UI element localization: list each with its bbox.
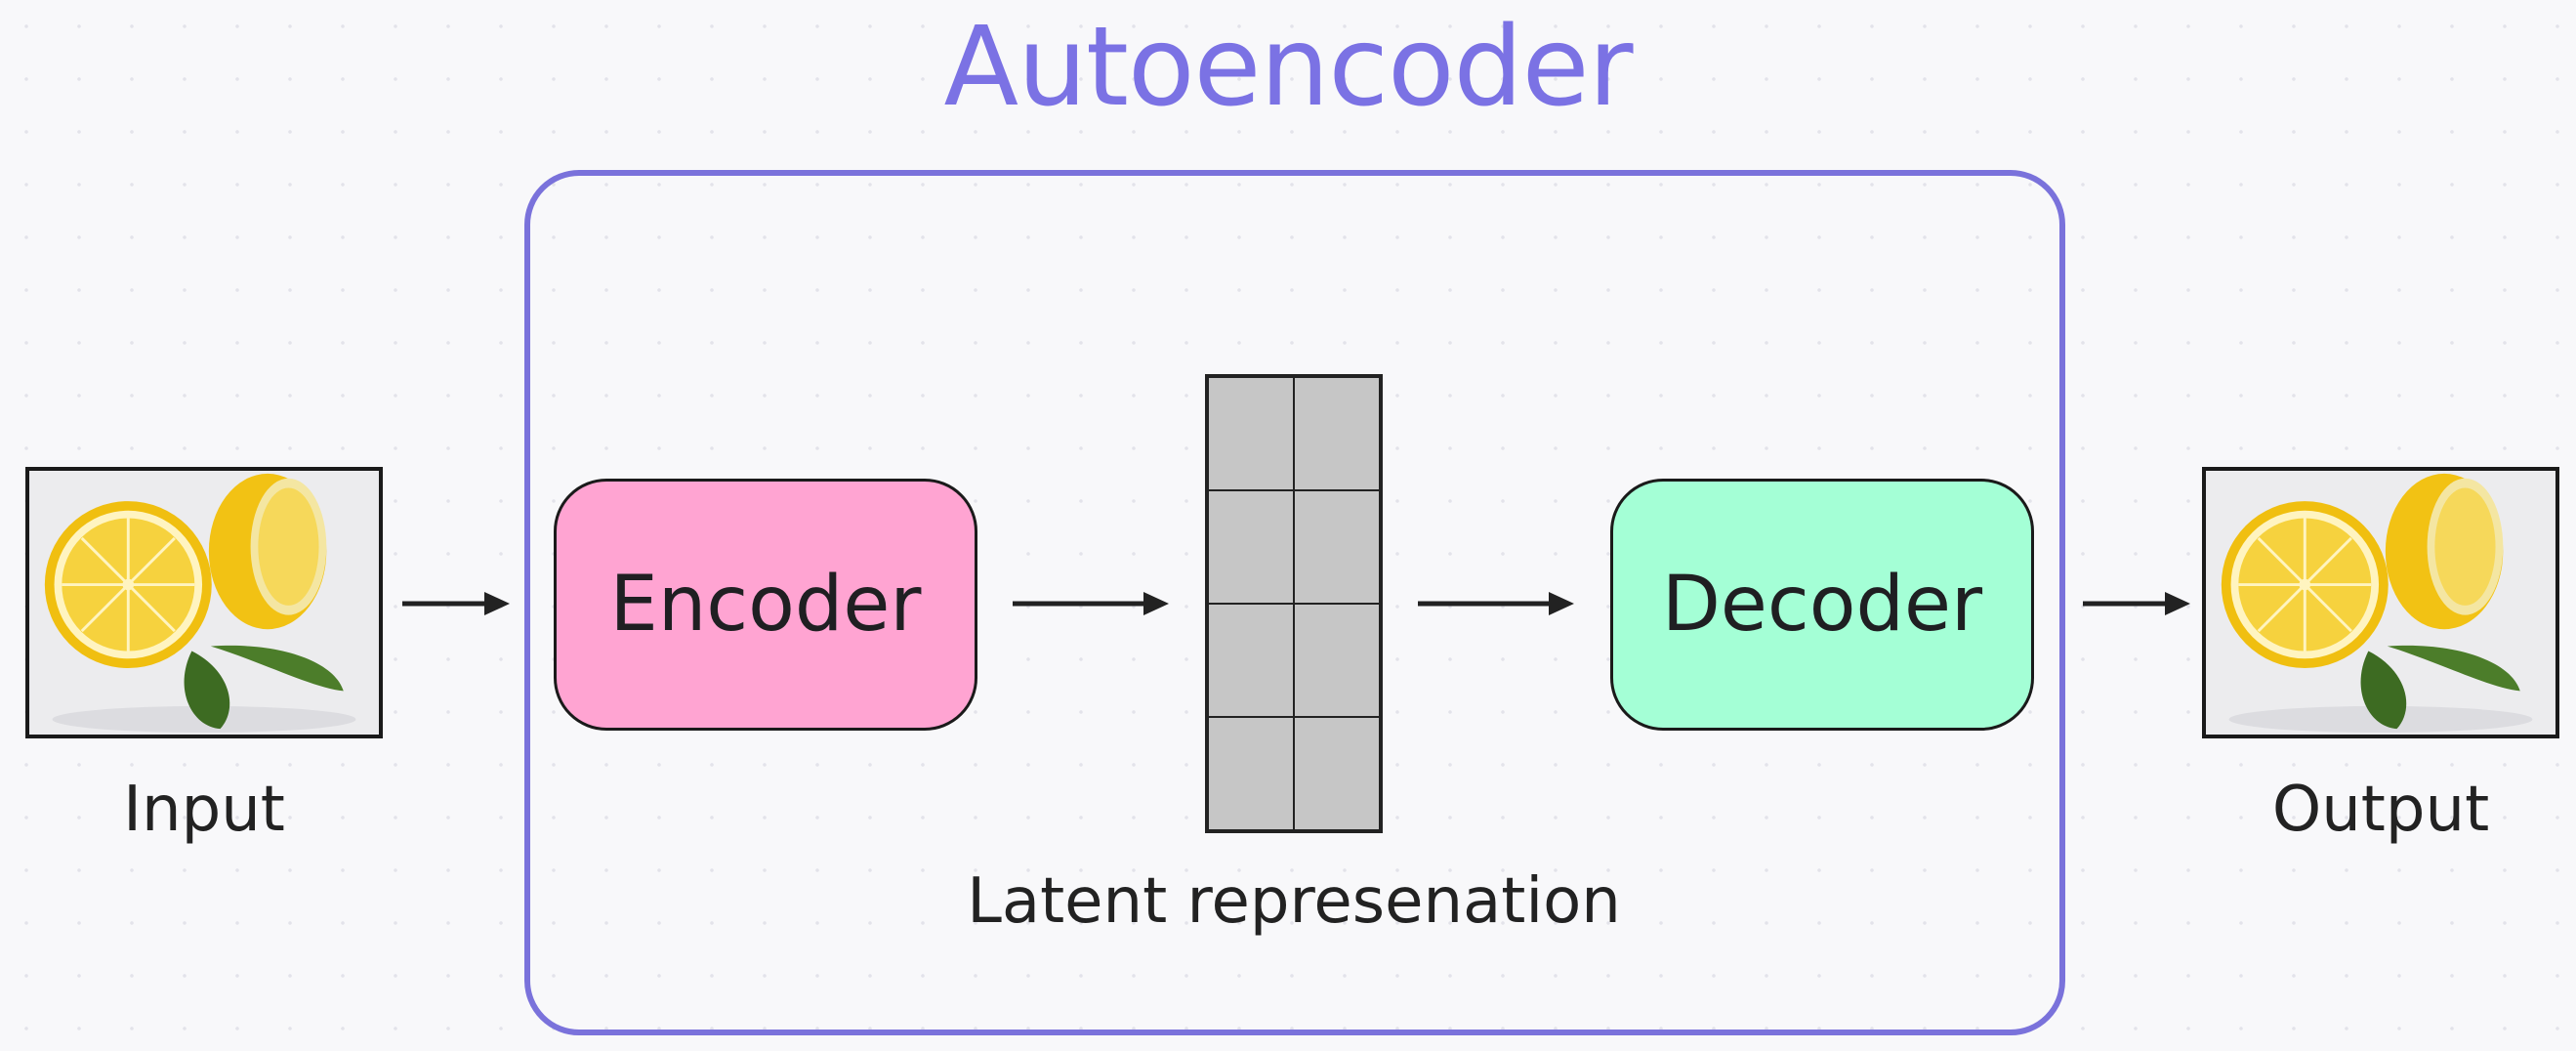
input-image [25, 467, 383, 738]
latent-vector [1205, 374, 1383, 833]
decoder-block: Decoder [1610, 479, 2034, 731]
autoencoder-frame [524, 170, 2065, 1035]
encoder-block: Encoder [554, 479, 977, 731]
encoder-label: Encoder [609, 561, 922, 649]
latent-cell [1294, 377, 1380, 490]
latent-cell [1208, 490, 1294, 604]
latent-cell [1208, 377, 1294, 490]
decoder-label: Decoder [1661, 561, 1983, 649]
latent-cell [1294, 490, 1380, 604]
arrow-decoder-to-output [2083, 586, 2190, 621]
latent-cell [1208, 604, 1294, 717]
arrow-latent-to-decoder [1418, 586, 1574, 621]
latent-cell [1294, 717, 1380, 830]
latent-cell [1294, 604, 1380, 717]
arrow-encoder-to-latent [1013, 586, 1169, 621]
latent-cell [1208, 717, 1294, 830]
lemon-image-icon [2207, 471, 2555, 735]
arrow-input-to-encoder [402, 586, 510, 621]
diagram-title: Autoencoder [943, 4, 1633, 131]
input-label: Input [123, 774, 285, 846]
output-image [2202, 467, 2559, 738]
lemon-image-icon [30, 471, 378, 735]
output-label: Output [2271, 774, 2490, 846]
latent-label: Latent represenation [967, 865, 1621, 938]
